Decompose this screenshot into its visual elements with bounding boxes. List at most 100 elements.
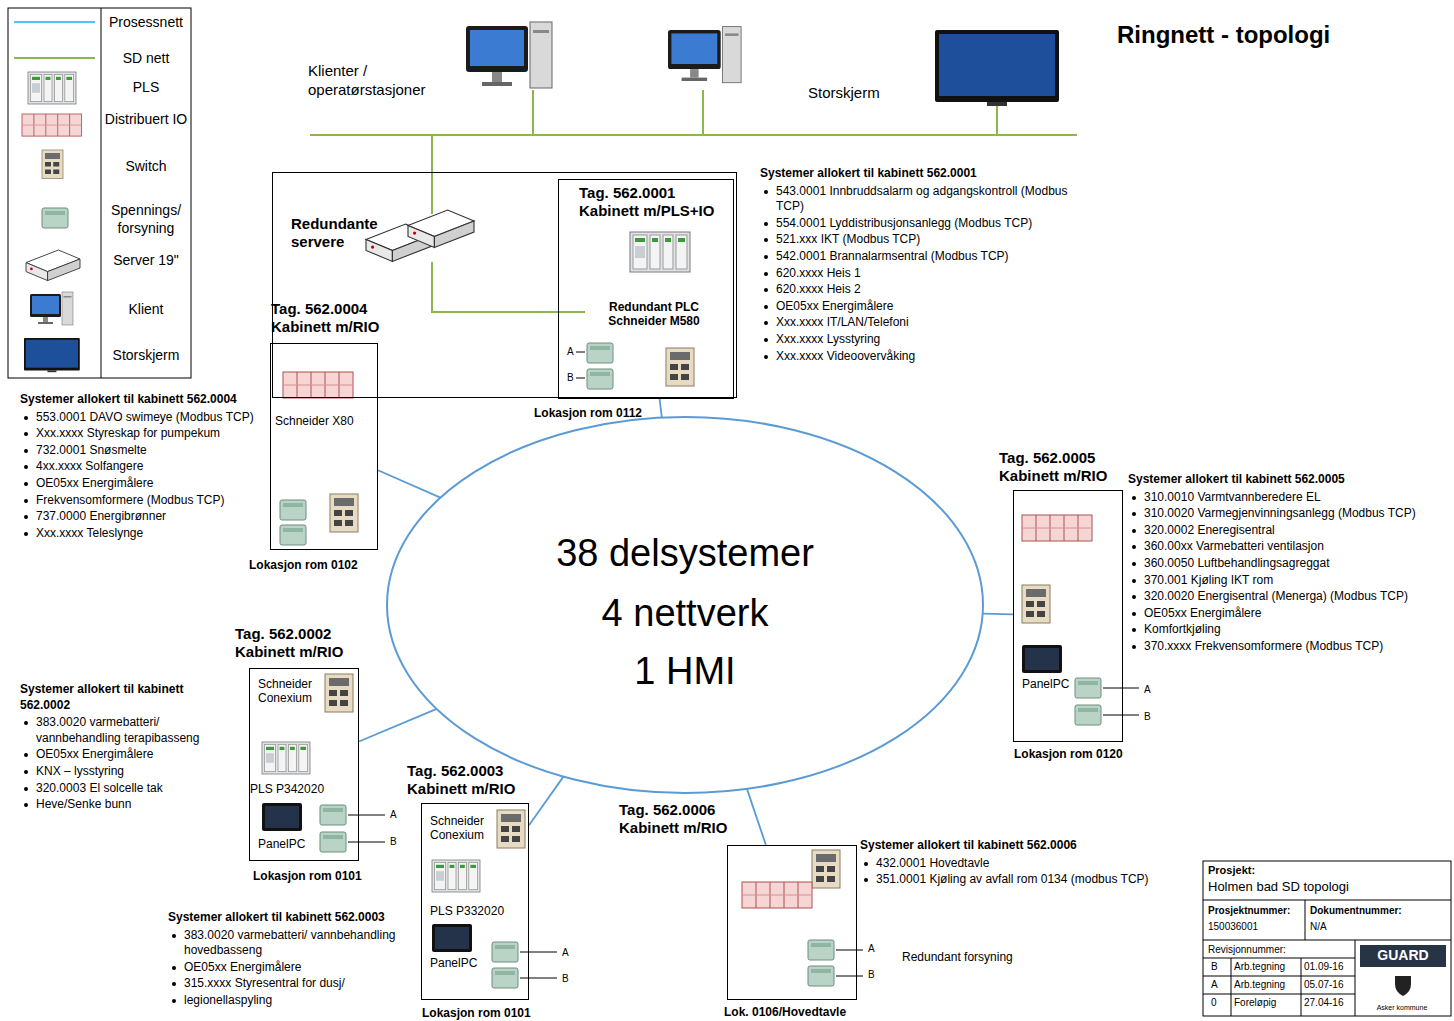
ring-summary: 1 HMI [505, 649, 865, 695]
panel-pc-icon [432, 924, 472, 952]
switch-icon [42, 150, 63, 179]
server-icon [408, 210, 474, 247]
title-block-cell: Prosjektnummer: [1208, 905, 1290, 918]
psu-icon [280, 500, 306, 520]
system-list: Systemer allokert til kabinett 562.0005 3… [1128, 472, 1450, 656]
plc-icon [630, 232, 690, 272]
legend-entry: Distribuert IO [103, 111, 189, 129]
system-item: 315.xxxx Styresentral for dusj/ [168, 976, 413, 992]
cabinet-tag: Tag. 562.0005 Kabinett m/RIO [999, 449, 1124, 485]
io-icon [22, 114, 82, 136]
psu-icon [42, 208, 68, 228]
system-list: Systemer allokert til kabinett 562.00033… [168, 910, 413, 1010]
device-caption: PLS P342020 [250, 782, 345, 796]
title-block-cell: B [1211, 961, 1218, 974]
title-block-cell: A [1211, 979, 1218, 992]
system-list-heading: Systemer allokert til kabinett 562.0001 [760, 166, 1095, 182]
legend-text: Server 19" [113, 252, 179, 268]
supply-letter: B [562, 973, 576, 985]
system-list-heading: Systemer allokert til kabinett 562.0004 [20, 392, 265, 408]
cabinet-tag: Tag. 562.0002 Kabinett m/RIO [235, 625, 365, 661]
plc-icon [28, 72, 76, 104]
location-label: Lokasjon rom 0102 [249, 558, 399, 572]
system-item: 620.xxxx Heis 2 [760, 282, 1095, 298]
location-label: Lokasjon rom 0120 [1014, 747, 1164, 761]
psu-icon [492, 968, 518, 988]
io-icon [1022, 515, 1092, 541]
system-item: 370.xxxx Frekvensomformere (Modbus TCP) [1128, 639, 1450, 655]
box-title: Redundante servere [291, 215, 411, 251]
server-enclosure: Tag. 562.0001 Kabinett m/PLS+IO Redundant… [272, 172, 737, 398]
cabinet-box: Tag. 562.0001 Kabinett m/PLS+IORedundant… [558, 179, 734, 399]
panel-pc-icon [1022, 645, 1062, 673]
legend-text: SD nett [123, 50, 170, 66]
supply-letter: B [1144, 711, 1158, 723]
legend-entry: Storskjerm [103, 347, 189, 365]
location-label: Lokasjon rom 0101 [253, 869, 403, 883]
psu-icon [492, 942, 518, 962]
system-item: legionellaspyling [168, 993, 413, 1009]
psu-icon [1075, 678, 1101, 698]
device-caption: PanelPC [258, 837, 328, 851]
title-block-cell: Dokumentnummer: [1310, 905, 1402, 918]
supply-letter: B [567, 372, 579, 384]
title-block-grid [1203, 861, 1451, 1016]
io-icon [742, 882, 812, 908]
cabinet-box: Tag. 562.0004 Kabinett m/RIOSchneider X8… [270, 343, 378, 550]
system-list-heading: Systemer allokert til kabinett 562.0005 [1128, 472, 1450, 488]
legend-entry: Prosessnett [103, 14, 189, 32]
cabinet-box: Tag. 562.0002 Kabinett m/RIOSchneider Co… [249, 668, 359, 861]
ring-line [387, 417, 983, 793]
ring-link [660, 399, 662, 418]
ring-link [378, 470, 440, 497]
title-block-cell: N/A [1310, 921, 1327, 934]
psu-icon [320, 832, 346, 852]
legend-entry: Spennings/ forsyning [103, 202, 189, 237]
system-item: Xxx.xxxx Videoovervåking [760, 349, 1095, 365]
title-block-cell: Revisjonnummer: [1208, 944, 1286, 957]
client-caption: Klienter / operatørstasjoner [308, 62, 458, 100]
supply-letter: B [868, 969, 882, 981]
title-block-cell: Arb.tegning [1234, 961, 1285, 974]
title-block-cell: Arb.tegning [1234, 979, 1285, 992]
sd-net-sample [14, 57, 95, 59]
supply-note: Redundant forsyning [902, 950, 1013, 965]
sd-network-lines [310, 90, 1077, 312]
plc-icon [262, 742, 310, 774]
system-item: 432.0001 Hovedtavle [860, 856, 1200, 872]
system-list: Systemer allokert til kabinett 562.00064… [860, 838, 1200, 889]
system-item: 542.0001 Brannalarmsentral (Modbus TCP) [760, 249, 1095, 265]
cabinet-tag: Tag. 562.0001 Kabinett m/PLS+IO [579, 184, 731, 220]
system-list: Systemer allokert til kabinett 562.0004 5… [20, 392, 265, 542]
psu-icon [1075, 705, 1101, 725]
municipality-shield [1395, 976, 1411, 996]
cabinet-tag: Tag. 562.0006 Kabinett m/RIO [619, 801, 743, 837]
system-item: 310.0010 Varmtvannberedere EL [1128, 490, 1450, 506]
screen-icon [24, 338, 80, 372]
system-item: 383.0020 varmebatteri/ vannbehandling ho… [168, 928, 413, 959]
system-item: 383.0020 varmebatteri/ vannbehandling te… [20, 715, 235, 746]
system-item: 360.00xx Varmebatteri ventilasjon [1128, 539, 1450, 555]
title-block-cell: Foreløpig [1234, 997, 1276, 1010]
system-item: 310.0020 Varmegjenvinningsanlegg (Modbus… [1128, 506, 1450, 522]
psu-icon [587, 343, 613, 363]
system-item: KNX – lysstyring [20, 764, 235, 780]
psu-icon [280, 525, 306, 545]
client-icon [668, 27, 741, 83]
system-item: Xxx.xxxx Lysstyring [760, 332, 1095, 348]
system-item: 553.0001 DAVO swimeye (Modbus TCP) [20, 410, 265, 426]
ring-summary: 38 delsystemer [505, 531, 865, 577]
system-item: 732.0001 Snøsmelte [20, 443, 265, 459]
panel-pc-icon [262, 803, 302, 831]
system-item: Xxx.xxxx IT/LAN/Telefoni [760, 315, 1095, 331]
supply-letter: A [567, 346, 579, 358]
legend-text: Prosessnett [109, 14, 183, 30]
supply-letter: B [390, 836, 404, 848]
switch-icon [666, 348, 694, 386]
system-item: OE05xx Energimålere [1128, 606, 1450, 622]
legend-text: Distribuert IO [105, 111, 187, 127]
cabinet-tag: Tag. 562.0004 Kabinett m/RIO [271, 300, 401, 336]
municipality-name: Asker kommune [1360, 1004, 1444, 1013]
cabinet-box: Tag. 562.0005 Kabinett m/RIOPanelPCABLok… [1013, 490, 1123, 742]
legend-entry: Klient [103, 301, 189, 319]
